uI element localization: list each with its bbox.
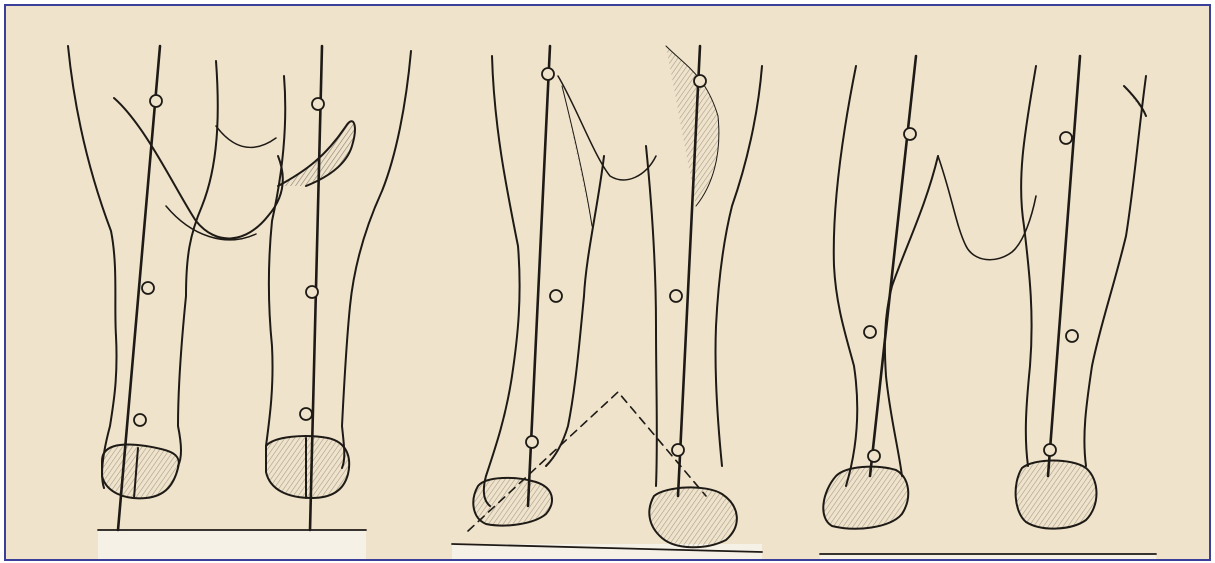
right-pair-hoof-2 [1016,461,1097,529]
joint-marker [1066,330,1078,342]
joint-marker [1044,444,1056,456]
joint-marker [306,286,318,298]
joint-marker [312,98,324,110]
middle-pair-leg-2 [646,146,657,486]
left-pair-hoof-2 [266,436,349,498]
middle-pair-hoof-1 [473,478,552,526]
middle-pair-hoof-2 [649,487,737,547]
joint-marker [864,326,876,338]
right-pair-leg-1 [834,66,858,486]
joint-marker [1060,132,1072,144]
joint-marker [134,414,146,426]
right-pair-hoof-1 [823,467,908,529]
joint-marker [672,444,684,456]
legs-diagram [6,6,1209,559]
joint-marker [150,95,162,107]
middle-pair-leg-1 [484,56,520,506]
joint-marker [868,450,880,462]
joint-marker [526,436,538,448]
left-pair-hoof-1 [102,445,179,499]
joint-marker [550,290,562,302]
joint-marker [300,408,312,420]
left-pair-legs [68,46,411,530]
joint-marker [904,128,916,140]
illustration-frame [4,4,1211,561]
middle-pair-legs [468,46,762,547]
left-pair-leg-2 [266,76,285,446]
joint-marker [542,68,554,80]
right-pair-leg-2 [1021,66,1036,466]
joint-marker [694,75,706,87]
left-pair-leg-1 [68,46,117,488]
joint-marker [142,282,154,294]
joint-marker [670,290,682,302]
